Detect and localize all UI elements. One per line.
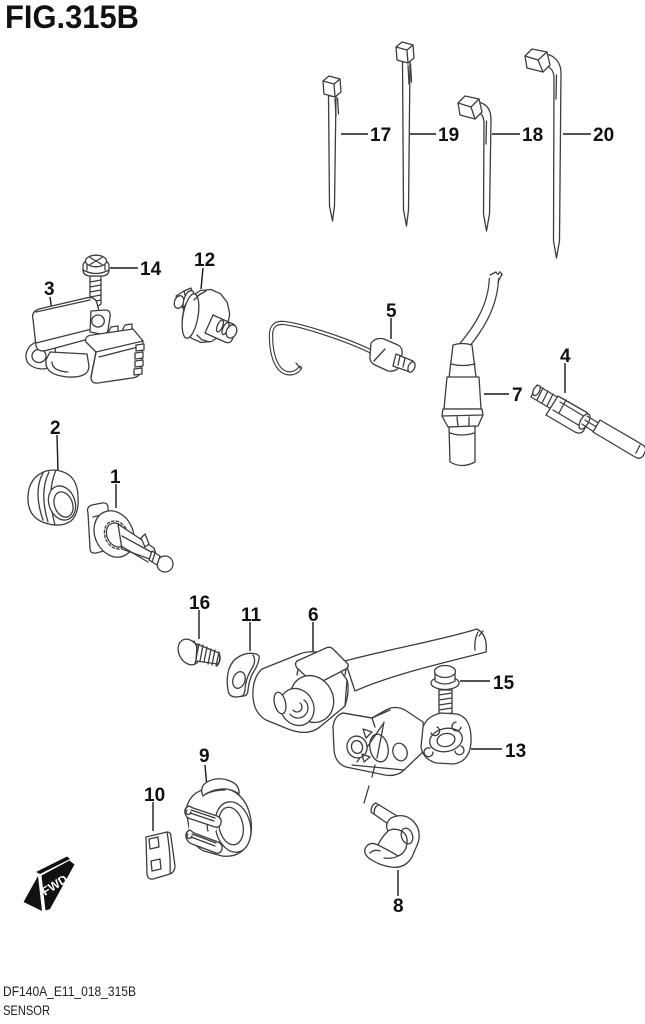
svg-text:5: 5 [386,301,397,322]
svg-text:2: 2 [50,418,61,439]
svg-text:12: 12 [194,250,215,271]
svg-text:16: 16 [189,593,210,614]
svg-text:11: 11 [241,605,262,626]
svg-text:6: 6 [308,605,319,626]
svg-text:1: 1 [110,467,121,488]
svg-text:9: 9 [199,746,210,767]
svg-text:SENSOR: SENSOR [3,1002,50,1018]
svg-text:10: 10 [144,785,165,806]
svg-text:7: 7 [512,385,523,406]
svg-text:18: 18 [522,125,543,146]
svg-text:3: 3 [44,279,55,300]
svg-text:19: 19 [438,125,459,146]
svg-text:DF140A_E11_018_315B: DF140A_E11_018_315B [3,983,136,999]
svg-text:14: 14 [140,259,162,280]
svg-text:15: 15 [493,673,515,694]
svg-text:FIG.315B: FIG.315B [5,0,139,35]
svg-text:13: 13 [505,741,526,762]
svg-text:20: 20 [593,125,614,146]
svg-text:8: 8 [393,896,404,917]
svg-text:17: 17 [370,125,391,146]
svg-text:4: 4 [560,346,571,367]
